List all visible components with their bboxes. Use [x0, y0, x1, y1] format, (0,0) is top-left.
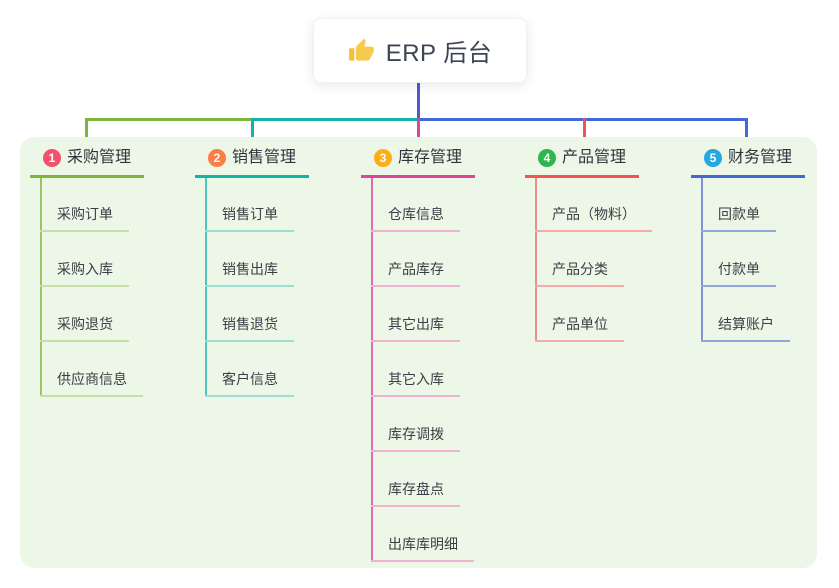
branch4-subtree-line — [535, 178, 537, 342]
branch4-label: 产品管理 — [562, 149, 627, 166]
node-label: 仓库信息 — [388, 206, 444, 222]
root-node[interactable]: ERP 后台 — [313, 18, 527, 83]
branch2-label: 销售管理 — [232, 149, 297, 166]
branch1-label: 采购管理 — [67, 149, 132, 166]
node-label: 出库库明细 — [388, 536, 458, 552]
node-sales-order[interactable]: 销售订单 — [205, 205, 294, 232]
node-customer-info[interactable]: 客户信息 — [205, 370, 294, 397]
node-label: 结算账户 — [718, 316, 774, 332]
branch5-subtree-line — [701, 178, 703, 342]
branch-title-sales[interactable]: 2 销售管理 — [195, 148, 309, 178]
node-label: 其它入库 — [388, 371, 444, 387]
node-stock-transfer[interactable]: 库存调拨 — [371, 425, 460, 452]
node-stock-check[interactable]: 库存盘点 — [371, 480, 460, 507]
node-label: 回款单 — [718, 206, 760, 222]
node-sales-outbound[interactable]: 销售出库 — [205, 260, 294, 287]
branch-title-inventory[interactable]: 3 库存管理 — [361, 148, 475, 178]
connector-branch5-drop — [745, 118, 748, 152]
node-supplier-info[interactable]: 供应商信息 — [40, 370, 143, 397]
branch1-subtree-line — [40, 178, 42, 397]
connector-root-vertical — [417, 83, 420, 119]
node-product-material[interactable]: 产品（物料） — [535, 205, 652, 232]
branch1-number-badge: 1 — [43, 149, 61, 167]
node-label: 采购入库 — [57, 261, 113, 277]
node-label: 产品库存 — [388, 261, 444, 277]
connector-branch3-drop — [417, 118, 420, 152]
node-receipt-bill[interactable]: 回款单 — [701, 205, 776, 232]
node-product-unit[interactable]: 产品单位 — [535, 315, 624, 342]
branch5-label: 财务管理 — [728, 149, 793, 166]
branch3-subtree-line — [371, 178, 373, 562]
node-label: 销售出库 — [222, 261, 278, 277]
node-label: 产品（物料） — [552, 206, 636, 222]
thumbs-up-icon — [348, 37, 375, 64]
node-label: 库存盘点 — [388, 481, 444, 497]
node-label: 产品分类 — [552, 261, 608, 277]
node-label: 其它出库 — [388, 316, 444, 332]
node-product-stock[interactable]: 产品库存 — [371, 260, 460, 287]
node-payment-bill[interactable]: 付款单 — [701, 260, 776, 287]
branch5-number-badge: 5 — [704, 149, 722, 167]
branch-title-purchase[interactable]: 1 采购管理 — [30, 148, 144, 178]
node-label: 销售退货 — [222, 316, 278, 332]
node-settlement-account[interactable]: 结算账户 — [701, 315, 790, 342]
connector-branch1-horizontal — [85, 118, 253, 121]
branches-panel — [20, 137, 817, 568]
node-purchase-return[interactable]: 采购退货 — [40, 315, 129, 342]
connector-branch2-drop — [251, 118, 254, 152]
node-label: 采购订单 — [57, 206, 113, 222]
node-label: 供应商信息 — [57, 371, 127, 387]
node-other-outbound[interactable]: 其它出库 — [371, 315, 460, 342]
connector-branch2-horizontal — [251, 118, 418, 121]
node-label: 采购退货 — [57, 316, 113, 332]
branch3-number-badge: 3 — [374, 149, 392, 167]
connector-branch5-horizontal — [417, 118, 748, 121]
node-other-inbound[interactable]: 其它入库 — [371, 370, 460, 397]
branch3-label: 库存管理 — [398, 149, 463, 166]
node-purchase-inbound[interactable]: 采购入库 — [40, 260, 129, 287]
branch-title-finance[interactable]: 5 财务管理 — [691, 148, 805, 178]
connector-branch1-drop — [85, 118, 88, 152]
node-label: 产品单位 — [552, 316, 608, 332]
root-label: ERP 后台 — [385, 40, 493, 67]
node-sales-return[interactable]: 销售退货 — [205, 315, 294, 342]
node-label: 付款单 — [718, 261, 760, 277]
node-product-category[interactable]: 产品分类 — [535, 260, 624, 287]
branch4-number-badge: 4 — [538, 149, 556, 167]
node-label: 库存调拨 — [388, 426, 444, 442]
branch2-number-badge: 2 — [208, 149, 226, 167]
branch-title-product[interactable]: 4 产品管理 — [525, 148, 639, 178]
node-label: 客户信息 — [222, 371, 278, 387]
node-outbound-detail[interactable]: 出库库明细 — [371, 535, 474, 562]
connector-branch4-drop — [583, 118, 586, 152]
branch2-subtree-line — [205, 178, 207, 397]
node-label: 销售订单 — [222, 206, 278, 222]
node-purchase-order[interactable]: 采购订单 — [40, 205, 129, 232]
node-warehouse-info[interactable]: 仓库信息 — [371, 205, 460, 232]
